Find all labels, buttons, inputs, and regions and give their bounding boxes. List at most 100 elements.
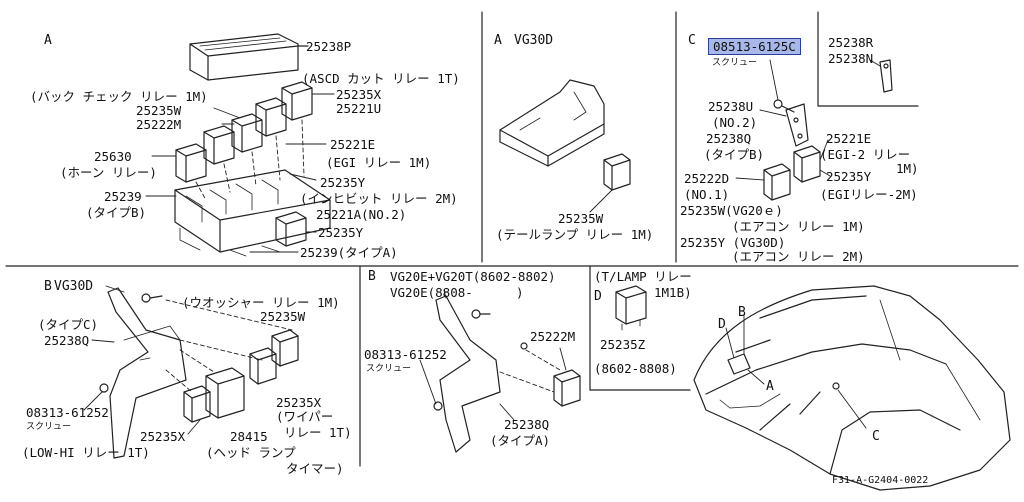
bracket-25238R	[879, 59, 893, 93]
label-1m: 1M)	[896, 161, 919, 176]
highlighted-part-number[interactable]: 08513-6125C	[708, 38, 801, 55]
relay-25235Z	[615, 285, 647, 331]
label-25221E-c: 25221E	[826, 131, 872, 146]
panel-d-id: D	[594, 289, 602, 304]
label-25235X-right: 25235X	[276, 395, 322, 410]
label-25221E: 25221E	[330, 137, 376, 152]
label-tlamp2: 1M1B)	[654, 285, 692, 300]
label-timer: タイマー)	[286, 461, 344, 476]
relay-25235W	[231, 113, 263, 153]
bracket-25238U	[785, 103, 809, 147]
label-25222M: 25222M	[136, 117, 182, 132]
label-aircon1: (エアコン リレー 1M)	[732, 219, 865, 234]
label-egi2: (EGI-2 リレー	[820, 147, 911, 162]
panel-a-id: A	[44, 33, 52, 48]
label-25238U: 25238U	[708, 99, 754, 114]
label-25235X: 25235X	[336, 87, 382, 102]
label-inhibit: (インヒビット リレー 2M)	[300, 191, 458, 206]
screw-c	[773, 99, 795, 113]
label-25630: 25630	[94, 149, 132, 164]
relay-box-base	[174, 169, 331, 257]
label-25235W: 25235W	[136, 103, 182, 118]
panel-b-vg30d-engine: VG30D	[54, 279, 94, 294]
relay-25222D	[763, 163, 791, 201]
screw-b2-mid	[520, 342, 528, 350]
relay-bracket-vg30d	[499, 79, 605, 167]
label-screw-b: スクリュー	[26, 422, 72, 432]
screw-b-left	[99, 383, 109, 393]
label-tail: (テールランプ リレー 1M)	[496, 227, 654, 242]
label-egi: (EGI リレー 1M)	[326, 155, 432, 170]
label-type-c: (タイプC)	[38, 317, 99, 332]
label-vg20-line2: VG20E(8808-	[390, 285, 473, 300]
car-label-d: D	[718, 317, 726, 332]
label-25239-a: 25239(タイプA)	[300, 245, 398, 260]
label-type-b: (タイプB)	[86, 205, 147, 220]
screw-b2-left	[433, 401, 443, 411]
label-screw-c: スクリュー	[712, 58, 758, 68]
label-wiper: (ワイパー	[276, 409, 334, 424]
label-no1: (NO.1)	[684, 187, 730, 202]
label-tlamp: (T/LAMP リレー	[594, 269, 692, 284]
label-wiper2: リレー 1T)	[284, 425, 352, 440]
relay-25630	[175, 143, 207, 183]
inset-frame	[817, 11, 919, 107]
label-head-lamp: (ヘッド ランプ	[206, 445, 296, 460]
car-label-a: A	[766, 379, 774, 394]
screw-b2-top	[471, 309, 491, 319]
label-25235Y-a: 25235Y	[320, 175, 366, 190]
label-28415: 28415	[230, 429, 268, 444]
panel-b-vg30d-id: B	[44, 279, 52, 294]
label-no2: (NO.2)	[712, 115, 758, 130]
label-screw-part-b: 08313-61252	[26, 405, 109, 420]
label-25239: 25239	[104, 189, 142, 204]
car-label-c: C	[872, 429, 880, 444]
label-25222D: 25222D	[684, 171, 730, 186]
label-25235X-left: 25235X	[140, 429, 186, 444]
label-25235W-b: 25235W	[260, 309, 306, 324]
figure-code: F31-A-G2404-0022	[832, 475, 929, 486]
label-25221U: 25221U	[336, 101, 382, 116]
label-25235W-vg30d: 25235W	[558, 211, 604, 226]
label-washer: (ウオッシャー リレー 1M)	[182, 295, 340, 310]
label-aircon2: (エアコン リレー 2M)	[732, 249, 865, 264]
label-screw-b2: スクリュー	[366, 364, 412, 374]
label-vg20-line2-end: )	[516, 285, 524, 300]
panel-b-vg20-id: B	[368, 269, 376, 284]
relay-25235W-vg30d	[603, 153, 631, 191]
label-egi-relay: (EGIリレー-2M)	[820, 187, 918, 202]
relay-25235W-b	[271, 329, 299, 367]
label-25238Q-b: 25238Q	[44, 333, 90, 348]
relay-25235X-right	[249, 347, 277, 385]
label-25222M-vg20: 25222M	[530, 329, 576, 344]
relay-25221E	[255, 97, 287, 137]
relay-25235X	[281, 81, 313, 121]
label-ascd: (ASCD カット リレー 1T)	[302, 71, 460, 86]
label-vg20-line1: VG20E+VG20T(8602-8802)	[390, 269, 556, 284]
bracket-25238Q-vg30d	[107, 287, 187, 459]
label-back-check: (バック チェック リレー 1M)	[30, 89, 208, 104]
panel-a-vg30d-id: A	[494, 33, 502, 48]
car-relay-box	[727, 353, 751, 375]
relay-25222M	[203, 125, 235, 165]
label-25235Z: 25235Z	[600, 337, 646, 352]
relay-box-cover	[189, 33, 299, 81]
car-point-c	[832, 382, 840, 390]
relay-25235X-left	[183, 385, 211, 423]
screw-b-top	[141, 293, 163, 303]
relay-25222M-vg20	[553, 369, 581, 407]
label-screw-part-b2: 08313-61252	[364, 347, 447, 362]
label-25238Q-c: 25238Q	[706, 131, 752, 146]
relay-25221E-c	[793, 145, 821, 183]
label-25238R: 25238R	[828, 35, 874, 50]
label-25238P: 25238P	[306, 39, 352, 54]
label-25235Y-b: 25235Y	[318, 225, 364, 240]
label-type-a-vg20: (タイプA)	[490, 433, 551, 448]
relay-28415	[205, 367, 245, 419]
label-25238Q-vg20: 25238Q	[504, 417, 550, 432]
label-low-hi: (LOW-HI リレー 1T)	[22, 445, 150, 460]
car-outline	[693, 285, 1011, 491]
panel-c-id: C	[688, 33, 696, 48]
label-25235W-vg20: 25235W(VG20ｅ)	[680, 203, 783, 218]
